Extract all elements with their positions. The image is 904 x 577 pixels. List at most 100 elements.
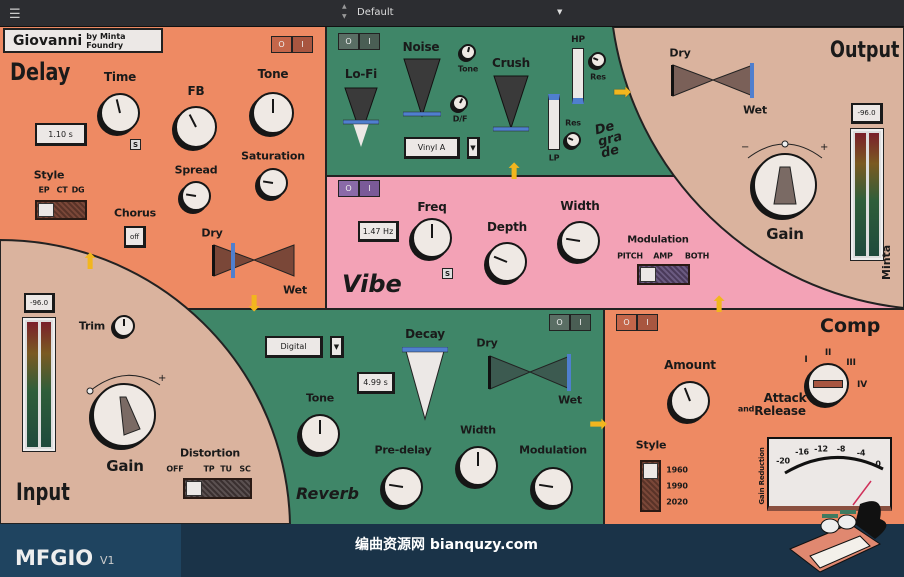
- attack-label: Attack: [763, 391, 807, 405]
- predelay-label: Pre-delay: [374, 443, 432, 457]
- style-option: EP: [38, 185, 50, 195]
- output-drywet-slider[interactable]: [671, 63, 755, 98]
- delay-drywet-slider[interactable]: [212, 243, 296, 278]
- decay-slider[interactable]: [402, 347, 448, 421]
- hp-res-label: Res: [590, 72, 606, 82]
- arrow-right-icon: ➡: [589, 412, 608, 437]
- lp-res-knob[interactable]: [565, 132, 581, 148]
- hamburger-menu-icon[interactable]: ☰: [9, 7, 21, 22]
- input-panel: [0, 238, 292, 524]
- input-meter-value: -96.0: [24, 293, 55, 313]
- reverb-drywet-slider[interactable]: [488, 354, 572, 391]
- output-gain-label: Gain: [766, 225, 804, 243]
- noise-type-dropdown[interactable]: Vinyl A: [404, 137, 460, 159]
- minus-icon: −: [741, 142, 750, 153]
- preset-stepper[interactable]: ▲▼: [342, 3, 347, 20]
- lp-label: LP: [548, 153, 560, 163]
- delay-wet-label: Wet: [283, 283, 307, 297]
- chorus-label: Chorus: [113, 206, 157, 220]
- freq-knob[interactable]: [412, 218, 452, 258]
- distortion-option: SC: [239, 464, 251, 474]
- fb-knob[interactable]: [175, 106, 217, 148]
- comp-style-option: 2020: [666, 497, 688, 507]
- mod-option: PITCH: [617, 251, 643, 261]
- ar-position: IV: [857, 380, 867, 390]
- distortion-switch[interactable]: [183, 478, 252, 499]
- arrow-down-icon: ⬇: [245, 292, 264, 317]
- noise-label: Noise: [402, 40, 440, 54]
- plus-icon: +: [820, 142, 829, 153]
- time-display[interactable]: 1.10 s: [35, 123, 87, 146]
- preset-name[interactable]: Default: [357, 7, 394, 18]
- depth-label: Depth: [487, 220, 527, 234]
- vibe-width-knob[interactable]: [560, 221, 600, 261]
- ar-position: III: [846, 358, 856, 368]
- freq-display[interactable]: 1.47 Hz: [358, 221, 399, 242]
- time-knob[interactable]: [100, 93, 140, 133]
- time-label: Time: [103, 70, 137, 84]
- arrow-up-icon: ⬆: [81, 250, 100, 275]
- output-logo: Output: [830, 38, 900, 63]
- delay-dry-label: Dry: [201, 226, 223, 240]
- saturation-knob[interactable]: [258, 168, 288, 198]
- decay-display[interactable]: 4.99 s: [357, 372, 395, 394]
- reverb-tone-knob[interactable]: [300, 414, 340, 454]
- gain-reduction-meter: -20 -16 -12 -8 -4 0: [767, 437, 892, 511]
- lofi-slider[interactable]: [343, 87, 379, 149]
- gain-pointer-icon: [119, 396, 141, 436]
- freq-sync-button[interactable]: S: [442, 268, 453, 279]
- depth-knob[interactable]: [487, 242, 527, 282]
- gr-tick: -12: [814, 444, 828, 454]
- output-gain-knob[interactable]: [753, 153, 817, 217]
- comp-style-option: 1990: [666, 481, 688, 491]
- reverb-wet-label: Wet: [558, 393, 582, 407]
- chorus-toggle[interactable]: off: [124, 226, 146, 248]
- input-gain-knob[interactable]: [92, 383, 156, 447]
- output-level-meter: [850, 128, 884, 261]
- comp-style-option: 1960: [666, 465, 688, 475]
- tone-knob[interactable]: [252, 92, 294, 134]
- release-label: Release: [754, 404, 806, 418]
- arrow-up-icon: ⬆: [505, 160, 524, 185]
- reverb-width-knob[interactable]: [458, 446, 498, 486]
- crush-label: Crush: [492, 56, 530, 70]
- product-version: V1: [100, 554, 115, 567]
- output-wet-label: Wet: [743, 103, 767, 117]
- amount-knob[interactable]: [670, 381, 710, 421]
- reverb-type-arrow-icon[interactable]: ▼: [330, 336, 344, 358]
- hp-slider[interactable]: [572, 48, 584, 104]
- style-label: Style: [33, 168, 65, 182]
- lp-res-label: Res: [565, 118, 581, 128]
- input-gain-arc: [86, 374, 161, 395]
- noise-type-arrow-icon[interactable]: ▼: [467, 137, 480, 159]
- spread-knob[interactable]: [181, 181, 211, 211]
- gain-pointer-icon: [773, 166, 797, 205]
- attack-release-knob[interactable]: [807, 363, 849, 405]
- reverb-modulation-knob[interactable]: [533, 467, 573, 507]
- df-knob[interactable]: [452, 95, 468, 111]
- lp-slider[interactable]: [548, 94, 560, 150]
- predelay-knob[interactable]: [383, 467, 423, 507]
- preset-dropdown-icon[interactable]: ▼: [557, 8, 563, 16]
- gr-tick: -4: [856, 448, 866, 458]
- vibe-logo: Vibe: [342, 270, 402, 298]
- ar-position: I: [804, 355, 808, 365]
- trim-knob[interactable]: [113, 315, 135, 337]
- delay-style-switch[interactable]: [35, 200, 87, 220]
- mascot-keyboard-icon: [789, 501, 887, 573]
- time-sync-button[interactable]: S: [130, 139, 141, 150]
- noise-slider[interactable]: [403, 58, 441, 120]
- crush-slider[interactable]: [493, 75, 529, 133]
- hp-res-knob[interactable]: [590, 52, 606, 68]
- noise-tone-knob[interactable]: [460, 44, 476, 60]
- vibe-modulation-switch[interactable]: [637, 264, 690, 285]
- comp-style-switch[interactable]: [640, 460, 661, 512]
- vibe-modulation-label: Modulation: [627, 234, 689, 246]
- freq-label: Freq: [417, 200, 447, 214]
- reverb-type-dropdown[interactable]: Digital: [265, 336, 323, 358]
